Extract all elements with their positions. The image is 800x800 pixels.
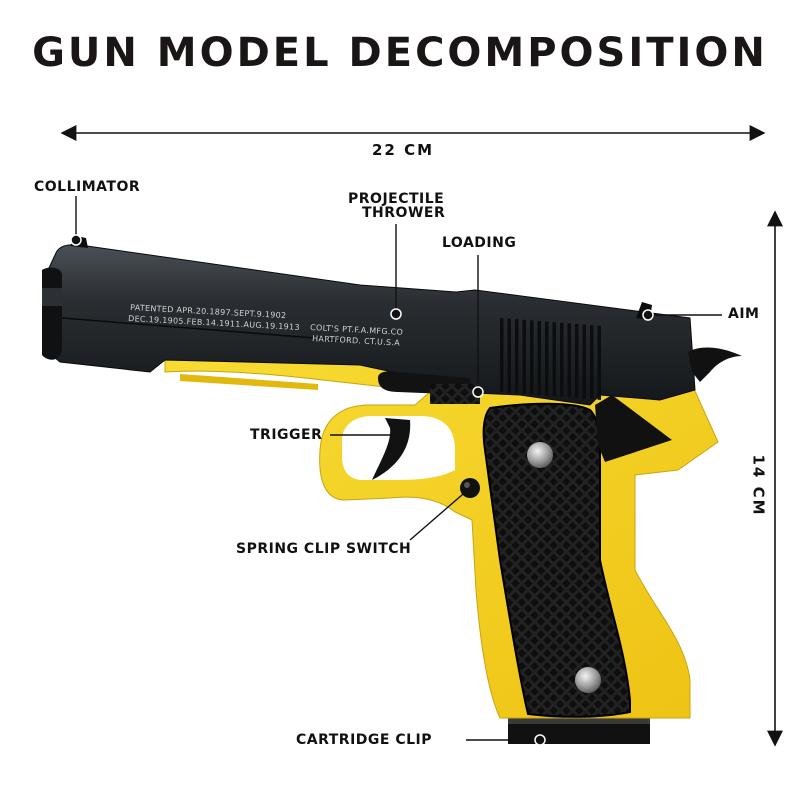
hammer <box>688 347 742 382</box>
serration-groove <box>500 318 504 392</box>
slide-serrations <box>500 318 601 400</box>
serration-groove <box>590 325 594 400</box>
label-cartridge-clip: CARTRIDGE CLIP <box>296 732 433 748</box>
label-trigger: TRIGGER <box>250 427 323 443</box>
muzzle <box>42 267 62 360</box>
slide-line <box>61 317 341 341</box>
label-loading: LOADING <box>442 235 517 251</box>
page-title: GUN MODEL DECOMPOSITION <box>32 30 768 76</box>
leader-collimator <box>70 196 82 246</box>
switch-highlight <box>464 482 470 488</box>
label-aim: AIM <box>728 306 760 322</box>
serration-groove <box>522 319 526 394</box>
serration-groove <box>567 323 571 398</box>
muzzle-highlight <box>42 288 62 306</box>
height-dimension-label: 14 CM <box>749 454 768 517</box>
serration-groove <box>507 318 511 393</box>
serration-groove <box>597 325 601 400</box>
serration-groove <box>575 324 579 398</box>
leader-projectile-thrower <box>390 224 402 320</box>
leader-aim <box>642 309 722 321</box>
serration-groove <box>560 322 564 397</box>
serration-groove <box>582 324 586 399</box>
grip-screw-top <box>527 442 553 468</box>
loading-lever <box>430 384 480 404</box>
serration-groove <box>552 322 556 397</box>
serration-groove <box>537 321 541 395</box>
serration-groove <box>530 320 534 395</box>
label-spring-clip-switch: SPRING CLIP SWITCH <box>236 541 412 557</box>
leader-spring-clip-switch <box>409 487 471 541</box>
serration-groove <box>545 321 549 396</box>
label-projectile-thrower-2: THROWER <box>362 205 446 221</box>
grip-screw-bottom <box>575 667 601 693</box>
label-collimator: COLLIMATOR <box>34 179 141 195</box>
label-projectile-thrower-1: PROJECTILE <box>348 191 445 207</box>
grip-panel <box>482 402 631 718</box>
frame-rail <box>180 374 318 390</box>
safety-lever <box>595 395 672 462</box>
width-dimension-label: 22 CM <box>372 141 435 159</box>
leader-loading <box>472 255 484 398</box>
trigger-shape <box>372 418 411 480</box>
leader-cartridge-clip <box>466 734 546 746</box>
serration-groove <box>515 319 519 394</box>
